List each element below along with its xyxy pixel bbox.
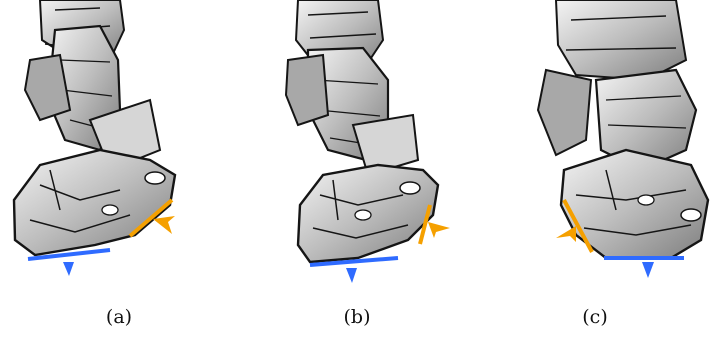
caption-a: (a) (0, 306, 238, 328)
robot-foot-render-a (0, 0, 238, 300)
panel-a: (a) (0, 0, 238, 337)
robot-foot-render-c (476, 0, 714, 300)
caption-b: (b) (238, 306, 476, 328)
robot-foot-render-b (238, 0, 476, 300)
caption-c: (c) (476, 306, 714, 328)
panel-c: (c) (476, 0, 714, 337)
panel-b: (b) (238, 0, 476, 337)
